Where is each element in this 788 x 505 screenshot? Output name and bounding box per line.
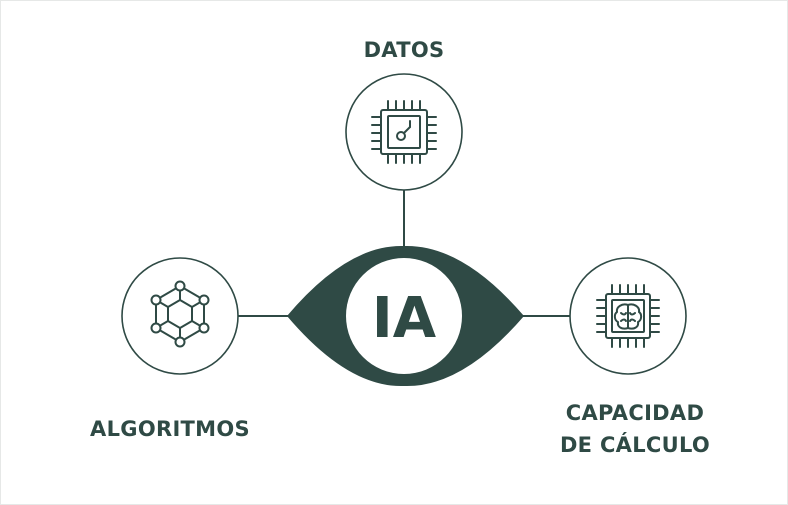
label-capacidad-line2: DE CÁLCULO	[559, 433, 711, 457]
center-ia-label: IA	[372, 286, 437, 351]
node-circle-algoritmos	[121, 257, 239, 375]
label-algoritmos: ALGORITMOS	[90, 417, 250, 441]
eye-iris	[346, 258, 462, 374]
brain-chip-icon	[596, 284, 660, 348]
label-datos: DATOS	[363, 38, 445, 62]
label-capacidad-de-calculo: CAPACIDAD DE CÁLCULO	[510, 397, 760, 461]
label-capacidad-line1: CAPACIDAD	[565, 401, 705, 425]
microchip-icon	[371, 100, 437, 164]
molecular-network-icon	[150, 280, 210, 348]
